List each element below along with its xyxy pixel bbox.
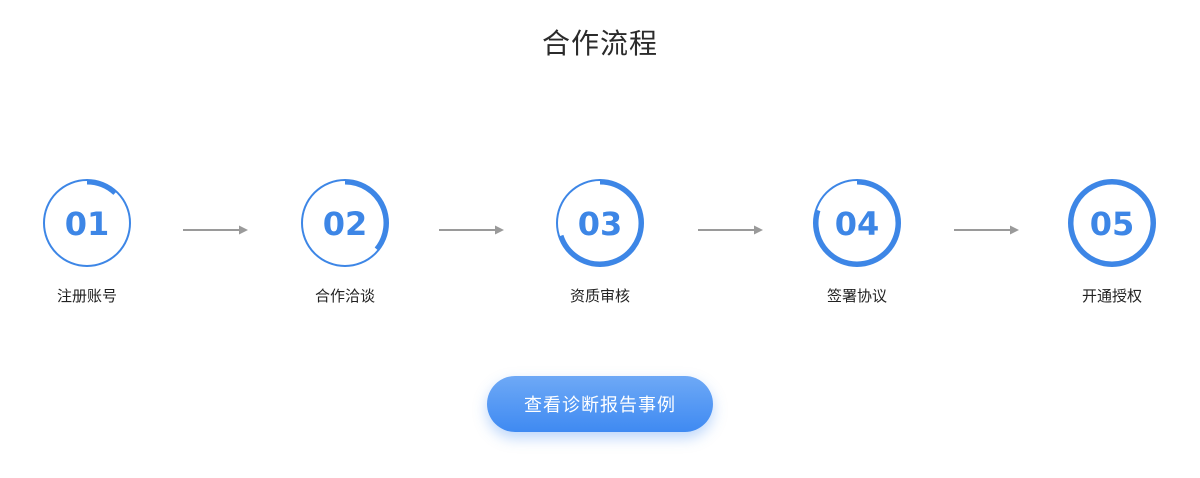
step-2-progress-arc [344, 179, 389, 251]
step-1-number: 01 [65, 205, 110, 243]
step-4-progress-arc [813, 179, 901, 267]
step-5-progress-ring: 05 [1068, 179, 1156, 267]
arrow-right-icon [954, 225, 1019, 235]
step-3: 03 [555, 178, 645, 268]
step-2-number: 02 [323, 205, 368, 243]
view-diagnosis-report-example-button[interactable]: 查看诊断报告事例 [487, 376, 713, 432]
step-4: 04 [812, 178, 902, 268]
step-5: 05 [1067, 178, 1157, 268]
arrow-right-icon [439, 225, 504, 235]
step-4-label: 签署协议 [826, 287, 887, 305]
step-3-number: 03 [578, 205, 623, 243]
step-2: 02 [300, 178, 390, 268]
page-title: 合作流程 [541, 27, 658, 60]
step-2-label: 合作洽谈 [314, 287, 375, 305]
step-1-label: 注册账号 [56, 287, 117, 305]
step-4-progress-ring: 04 [813, 179, 901, 267]
step-1-progress-arc [86, 179, 117, 196]
step-3-progress-ring: 03 [556, 179, 644, 267]
step-5-progress-arc [1068, 179, 1156, 267]
step-1-progress-ring: 01 [43, 179, 131, 267]
step-4-number: 04 [835, 205, 880, 243]
step-3-label: 资质审核 [569, 287, 630, 305]
arrow-right-icon [183, 225, 248, 235]
arrow-right-icon [698, 225, 763, 235]
step-2-progress-ring: 02 [301, 179, 389, 267]
step-1: 01 [42, 178, 132, 268]
step-5-label: 开通授权 [1081, 287, 1142, 305]
step-5-number: 05 [1090, 205, 1135, 243]
step-3-progress-arc [558, 179, 644, 267]
